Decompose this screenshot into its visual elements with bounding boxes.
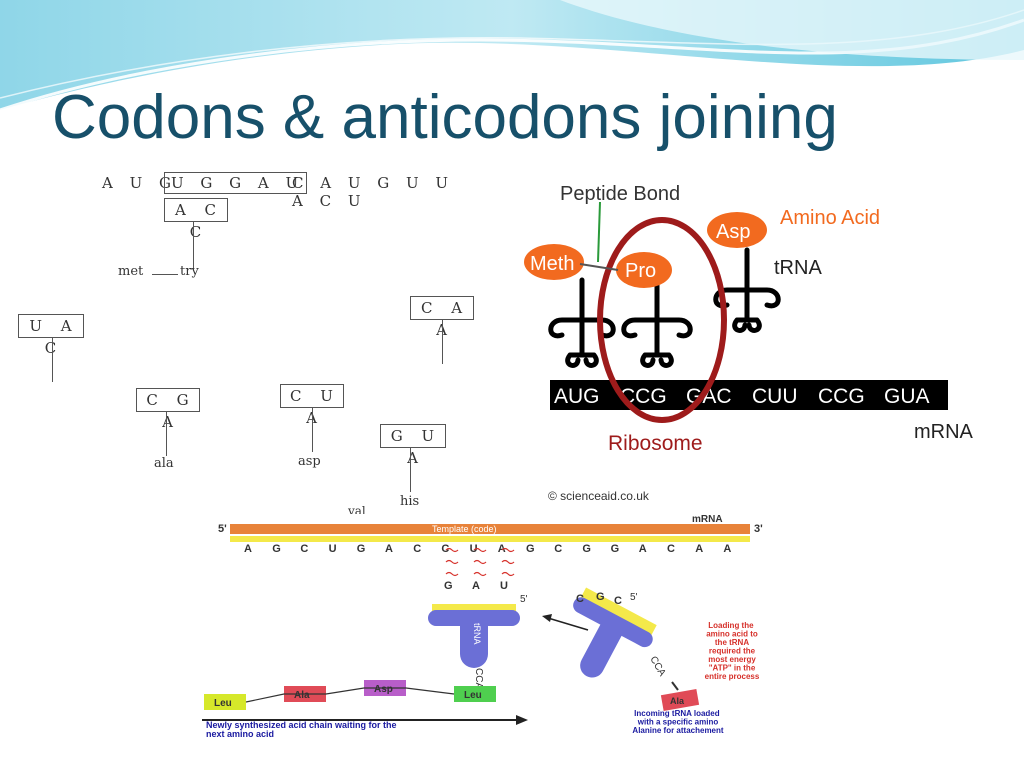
anticodon-box: C U A	[280, 384, 344, 427]
mrna-label: mRNA	[914, 421, 974, 443]
credit-label: © scienceaid.co.uk	[548, 489, 650, 503]
cca-label: CCA	[473, 668, 484, 689]
chain-caption-text: Newly synthesized acid chain waiting for…	[206, 720, 397, 730]
mrna-base: A	[695, 543, 703, 555]
mrna-base: C	[441, 543, 449, 555]
mrna-base: G	[526, 543, 535, 555]
amino-label-meth: Meth	[530, 253, 574, 275]
mrna-base: C	[413, 543, 421, 555]
trna-cloverleaf-2	[621, 282, 693, 368]
stem-line	[442, 320, 443, 364]
trna-stem-label: tRNA	[472, 623, 482, 645]
mrna-base: C	[300, 543, 308, 555]
header-swoosh	[0, 0, 1024, 112]
chain-box-leu2	[454, 686, 496, 702]
amino-acid-label: Amino Acid	[780, 207, 880, 229]
mrna-base: A	[498, 543, 506, 555]
codon-anticodon-diagram: A U G U G G A U C A U G U U A C U A C C …	[18, 170, 480, 520]
anticodon-box: U A C	[18, 314, 84, 357]
chain-label: Leu	[214, 698, 232, 709]
mrna-base: A	[244, 543, 252, 555]
mrna-base: G	[582, 543, 591, 555]
anticodon-base: G	[444, 580, 453, 592]
mrna-sequence-boxed: U G G A U	[164, 172, 308, 194]
chain-box-leu	[204, 694, 246, 710]
amino-meth	[524, 244, 584, 280]
incoming-five-prime: 5'	[630, 592, 638, 603]
anticodon-box: C A A	[410, 296, 474, 339]
trna-cloverleaf-1	[548, 277, 616, 368]
mrna-base: C	[554, 543, 562, 555]
stem-line	[193, 222, 194, 270]
chain-label: Asp	[374, 684, 393, 695]
amino-pro	[616, 252, 672, 288]
codon-label: CCG	[818, 385, 865, 408]
incoming-anticodon-base: G	[596, 591, 605, 603]
ribosome-ellipse	[597, 217, 727, 423]
peptide-bond-pointer	[597, 201, 601, 263]
stem-line	[410, 448, 411, 492]
mrna-label-bottom: mRNA	[692, 514, 723, 525]
mrna-base: A	[385, 543, 393, 555]
chain-caption: Newly synthesized acid chain waiting for…	[206, 720, 399, 739]
stem-line	[166, 412, 167, 456]
mrna-base: C	[667, 543, 675, 555]
five-prime-label: 5'	[218, 523, 227, 535]
codon-label: CCG	[620, 385, 667, 408]
anticodon-box: A C C	[164, 198, 228, 241]
amino-label: ala	[154, 456, 174, 471]
codon-label: CUU	[752, 385, 798, 408]
template-bar	[230, 524, 750, 534]
anticodon-five-prime: 5'	[520, 594, 528, 605]
try-label: try	[180, 264, 199, 279]
mrna-base: G	[272, 543, 281, 555]
amino-label: his	[400, 494, 420, 509]
mrna-base: U	[329, 543, 337, 555]
amino-asp	[707, 212, 767, 248]
codon-label: AUG	[554, 385, 600, 408]
peptide-link	[152, 274, 178, 275]
mrna-sequence-left: A U G	[102, 174, 177, 192]
incoming-anticodon-base: C	[614, 595, 622, 607]
incoming-amino-box	[660, 688, 700, 712]
anticodon-box: C G A	[136, 388, 200, 431]
trna-incoming	[573, 587, 657, 678]
ribosome-label: Ribosome	[608, 432, 703, 455]
slide-title: Codons & anticodons joining	[52, 83, 838, 152]
trna-label: tRNA	[774, 257, 822, 279]
amino-label: asp	[298, 454, 321, 469]
peptide-bond-label: Peptide Bond	[560, 183, 680, 205]
chain-label: Ala	[294, 690, 310, 701]
chain-label: Leu	[464, 690, 482, 701]
met-label: met	[118, 264, 144, 279]
mrna-base: G	[611, 543, 620, 555]
incoming-caption: Incoming tRNA loaded with a specific ami…	[632, 709, 723, 735]
stem-line	[52, 338, 53, 382]
amino-label-asp: Asp	[716, 221, 750, 243]
anticodon-box: G U A	[380, 424, 446, 467]
incoming-amino-label: Ala	[670, 696, 685, 706]
incoming-anticodon-base: C	[576, 593, 584, 605]
anticodon-base: U	[500, 580, 508, 592]
trna-cloverleaf-3	[713, 247, 781, 333]
mrna-base: U	[470, 543, 478, 555]
mrna-sequence-right: C A U G U U A C U	[292, 174, 455, 210]
template-label: Template (code)	[432, 524, 497, 534]
three-prime-label: 3'	[754, 523, 763, 535]
trna-bound: G A U 5' tRNA CCA	[428, 580, 528, 698]
amino-label-pro: Pro	[625, 260, 656, 282]
mrna-base: G	[357, 543, 366, 555]
mrna-base: A	[639, 543, 647, 555]
codon-label: GUA	[884, 385, 930, 408]
stem-line	[312, 408, 313, 452]
mrna-base: A	[723, 543, 731, 555]
anticodon-base: A	[472, 580, 480, 592]
